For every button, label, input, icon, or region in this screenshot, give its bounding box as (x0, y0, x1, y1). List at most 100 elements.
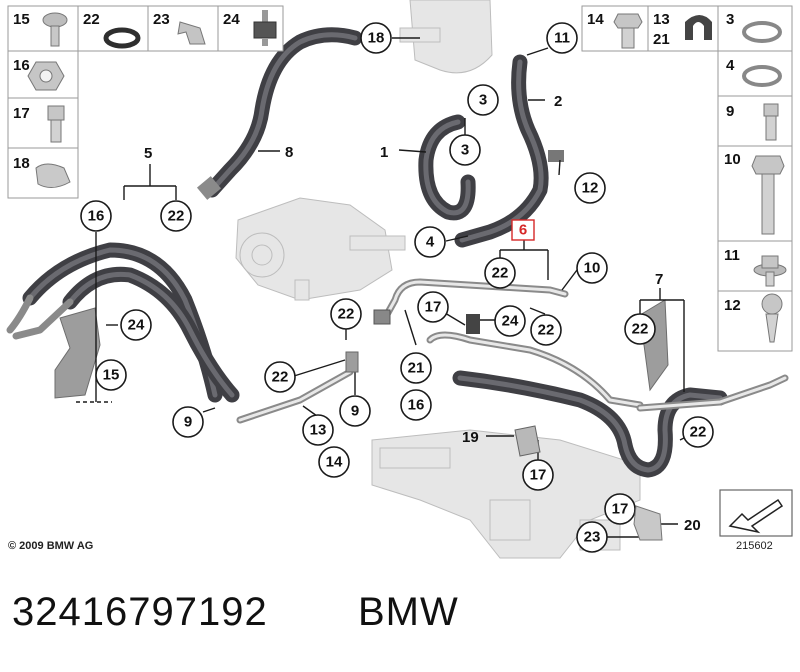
parts-diagram: 15 22 23 24 16 17 18 14 13 21 3 4 9 10 1… (6, 0, 793, 559)
callout-24-left[interactable]: 24 (120, 309, 152, 341)
svg-text:22: 22 (168, 208, 185, 225)
svg-text:17: 17 (530, 467, 547, 484)
svg-text:18: 18 (368, 30, 385, 47)
hose-1 (418, 114, 476, 221)
legend-num: 14 (587, 11, 604, 28)
o-ring-icon (103, 27, 141, 49)
legend-num: 15 (13, 11, 30, 28)
callout-21[interactable]: 21 (400, 352, 432, 384)
pipe-clamp-icon (685, 15, 712, 40)
svg-text:13: 13 (310, 422, 327, 439)
hex-nut-icon (27, 61, 65, 91)
clip-19-part (514, 425, 541, 457)
legend-num: 12 (724, 297, 741, 314)
svg-text:10: 10 (584, 260, 601, 277)
svg-text:22: 22 (338, 306, 355, 323)
callout-24-mid[interactable]: 24 (494, 305, 526, 337)
callout-22-mid[interactable]: 22 (530, 314, 562, 346)
label-7[interactable]: 7 (655, 271, 663, 288)
callout-11[interactable]: 11 (546, 22, 578, 54)
svg-text:15: 15 (103, 367, 120, 384)
callout-4[interactable]: 4 (414, 226, 446, 258)
callout-22-under-5[interactable]: 22 (160, 200, 192, 232)
bracket-20-part (633, 505, 663, 541)
self-tapping-screw-icon (761, 293, 783, 343)
collar-bolt-icon (753, 255, 787, 287)
navigation-arrow-box[interactable] (719, 489, 793, 537)
highlighted-part-label[interactable]: 6 (511, 219, 535, 241)
callout-17-upper[interactable]: 17 (417, 291, 449, 323)
callout-17-lower[interactable]: 17 (604, 493, 636, 525)
callout-17-mid[interactable]: 17 (522, 459, 554, 491)
copyright-text: © 2009 BMW AG (8, 540, 94, 552)
label-20[interactable]: 20 (684, 517, 701, 534)
callout-15[interactable]: 15 (95, 359, 127, 391)
socket-screw-icon (763, 103, 779, 141)
hose-5-main (6, 242, 240, 403)
callout-9-left[interactable]: 9 (172, 406, 204, 438)
svg-text:16: 16 (408, 397, 425, 414)
svg-text:22: 22 (272, 369, 289, 386)
callout-14[interactable]: 14 (318, 446, 350, 478)
svg-text:12: 12 (582, 180, 599, 197)
clip-icon (177, 21, 206, 45)
callout-22-under-7[interactable]: 22 (624, 313, 656, 345)
legend-num: 9 (726, 103, 734, 120)
reservoir-ghost (399, 0, 493, 74)
legend-num: 23 (153, 11, 170, 28)
callout-22-pump[interactable]: 22 (330, 298, 362, 330)
hose-clamp-icon (742, 65, 782, 87)
label-1[interactable]: 1 (380, 144, 388, 161)
arrow-icon (728, 498, 784, 534)
svg-text:16: 16 (88, 208, 105, 225)
svg-text:24: 24 (502, 313, 519, 330)
legend-num: 22 (83, 11, 100, 28)
svg-text:21: 21 (408, 360, 425, 377)
callout-9-right[interactable]: 9 (339, 395, 371, 427)
callout-3-upper[interactable]: 3 (467, 84, 499, 116)
svg-text:11: 11 (554, 30, 570, 47)
brand-name: BMW (358, 590, 459, 634)
svg-text:23: 23 (584, 529, 601, 546)
diagram-id: 215602 (736, 540, 773, 552)
svg-text:4: 4 (426, 234, 435, 251)
callout-10[interactable]: 10 (576, 252, 608, 284)
bolt-icon (42, 12, 68, 47)
callout-16-lower[interactable]: 16 (400, 389, 432, 421)
svg-text:14: 14 (326, 454, 343, 471)
callout-12[interactable]: 12 (574, 172, 606, 204)
svg-text:9: 9 (351, 403, 359, 420)
label-2[interactable]: 2 (554, 93, 562, 110)
legend-num: 18 (13, 155, 30, 172)
legend-num: 17 (13, 105, 30, 122)
legend-num: 24 (223, 11, 240, 28)
hex-bolt-icon (613, 13, 643, 49)
label-8[interactable]: 8 (285, 144, 293, 161)
part-number: 32416797192 (12, 590, 268, 634)
legend-num: 13 (653, 11, 670, 28)
legend-num: 3 (726, 11, 734, 28)
callout-22-right[interactable]: 22 (682, 416, 714, 448)
callout-22-under-6[interactable]: 22 (484, 257, 516, 289)
callout-3-lower[interactable]: 3 (449, 134, 481, 166)
callout-13[interactable]: 13 (302, 414, 334, 446)
svg-text:9: 9 (184, 414, 192, 431)
svg-text:22: 22 (492, 265, 509, 282)
callout-22-left-pipe[interactable]: 22 (264, 361, 296, 393)
pipe-10-return (426, 331, 644, 409)
clip-17-part (466, 314, 480, 334)
svg-text:22: 22 (690, 424, 707, 441)
bracket-24-left (54, 307, 101, 399)
label-19[interactable]: 19 (462, 429, 479, 446)
svg-text:17: 17 (425, 299, 442, 316)
label-5[interactable]: 5 (144, 145, 152, 162)
callout-16-upper[interactable]: 16 (80, 200, 112, 232)
svg-text:22: 22 (632, 321, 649, 338)
hose-8 (196, 27, 363, 200)
callout-18[interactable]: 18 (360, 22, 392, 54)
long-bolt-icon (751, 155, 785, 235)
pump-ghost (235, 197, 406, 301)
callout-23[interactable]: 23 (576, 521, 608, 553)
left-legend: 15 22 23 24 16 17 18 (7, 5, 284, 199)
